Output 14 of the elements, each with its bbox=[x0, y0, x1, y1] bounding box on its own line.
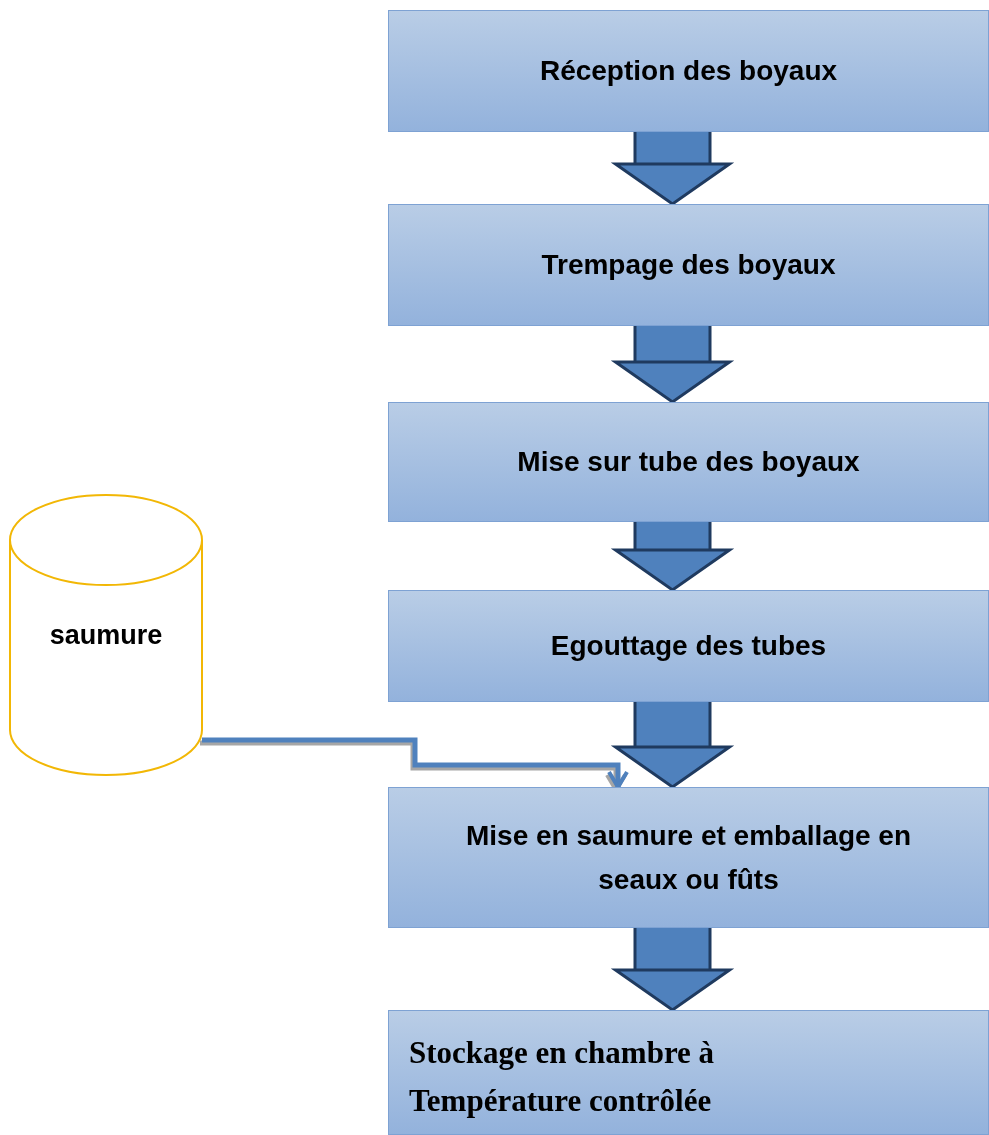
process-box bbox=[388, 402, 989, 522]
step-label: Trempage des boyaux bbox=[541, 248, 836, 283]
process-box bbox=[388, 204, 989, 326]
storage-cylinder bbox=[10, 495, 202, 775]
process-box bbox=[388, 1010, 989, 1135]
step-label: Mise sur tube des boyaux bbox=[517, 445, 860, 480]
process-box bbox=[388, 590, 989, 702]
step-label: Réception des boyaux bbox=[539, 54, 838, 89]
process-box bbox=[388, 10, 989, 132]
process-box bbox=[388, 787, 989, 928]
step-label: Egouttage des tubes bbox=[550, 629, 827, 664]
cylinder-label: saumure bbox=[49, 619, 163, 651]
step-label: Mise en saumure et emballage en seaux ou fûts bbox=[464, 819, 913, 897]
step-label: Stockage en chambre à Température contrôlée bbox=[409, 1034, 716, 1121]
